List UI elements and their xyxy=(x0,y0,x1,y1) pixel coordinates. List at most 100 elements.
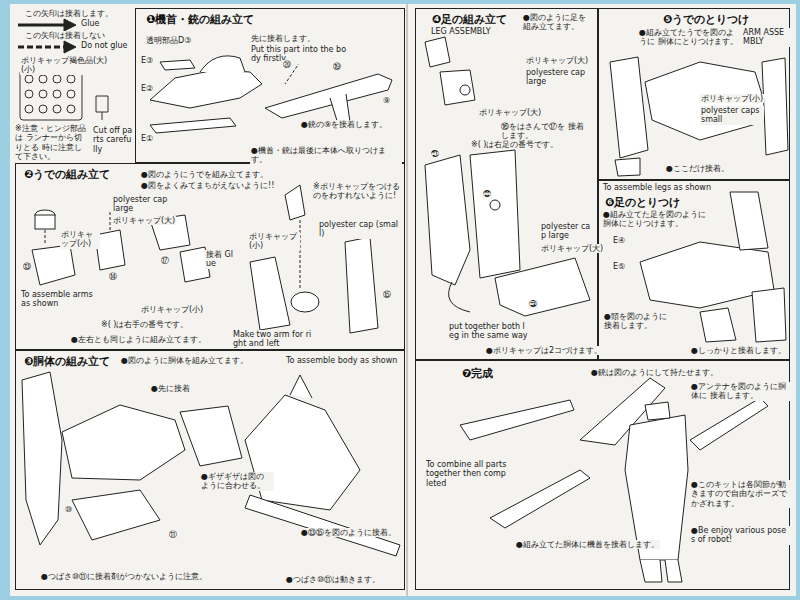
step-heading: ❸胴体の組み立て xyxy=(22,355,112,368)
instruction-note: put together both leg in the same way xyxy=(448,322,530,341)
instruction-note: polyester caps small xyxy=(700,106,764,125)
polycap xyxy=(25,90,33,98)
arm-part xyxy=(250,257,290,330)
callout-number: ⑨ xyxy=(382,96,391,105)
instruction-note: Do not glue xyxy=(80,41,129,50)
callout-number: ⑰ xyxy=(160,256,170,265)
instruction-note: ポリキャップ(小) xyxy=(60,230,100,249)
instruction-note: ●組み立てた足を図のように 胴体にとりつけます。 xyxy=(602,210,714,229)
instruction-note: ポリキャップ(小) xyxy=(140,305,204,314)
polycap xyxy=(460,85,470,95)
step-panel: ❻足のとりつけ xyxy=(598,180,790,360)
runner-frame xyxy=(20,70,82,120)
arm-part xyxy=(32,245,75,285)
polycap xyxy=(67,105,75,113)
arrow-head xyxy=(64,19,76,31)
leg-part xyxy=(752,288,786,342)
instruction-note: ポリキャップ(小) xyxy=(700,94,764,103)
instruction-note: この矢印は接着しない xyxy=(24,31,106,40)
instruction-note: ARM ASSEMBLY xyxy=(742,28,790,47)
step-heading: ❻足のとりつけ xyxy=(603,196,682,209)
instruction-note: ●先に接着 xyxy=(150,384,191,393)
callout-number: ⑮ xyxy=(382,290,392,299)
body-part xyxy=(72,490,160,540)
instruction-note: ●機首・銃は最後に本体へ取りつけます。 xyxy=(250,146,402,165)
wing-part xyxy=(245,495,400,556)
instruction-note: polyester cap large xyxy=(540,222,596,241)
instruction-note: ポリキャップ(小) xyxy=(248,232,300,251)
foot-part xyxy=(495,258,590,316)
no-glue-arrow xyxy=(18,46,66,49)
polycap xyxy=(490,200,500,210)
step-heading: ❶機首・銃の組み立て xyxy=(144,13,256,26)
instruction-note: Make two arm for right and left xyxy=(232,330,314,349)
instruction-note: LEG ASSEMBLY xyxy=(430,27,492,36)
instruction-note: To assemble arms as shown xyxy=(20,290,96,309)
part-drawings xyxy=(22,37,788,582)
left-page xyxy=(10,4,406,596)
canopy-part xyxy=(200,56,245,72)
arrow-head xyxy=(64,41,76,53)
instruction-note: この矢印は接着します。 xyxy=(24,9,114,18)
instruction-note: ●ここだけ接着。 xyxy=(665,164,730,173)
instruction-note: ●アンテナを図のように胴体に 接着します。 xyxy=(690,382,790,401)
step-heading: ❷うでの組み立て xyxy=(22,168,112,181)
callout-number: ⑭ xyxy=(108,272,118,281)
instruction-note: ●銃の⑨を接着します。 xyxy=(300,120,402,129)
polycap-runner xyxy=(20,70,108,120)
polycap xyxy=(53,90,61,98)
instruction-note: 先に接着します。 xyxy=(250,34,316,43)
body-part xyxy=(645,62,770,140)
body-part xyxy=(62,405,185,480)
instruction-note: ⑯をはさんで⑰を 接着します。 xyxy=(500,122,586,141)
hinge-part xyxy=(96,96,108,120)
instruction-note: ●頭を図のように 接着します。 xyxy=(603,312,669,331)
instruction-note: ポリキャップ(大) xyxy=(540,244,604,253)
leg-part xyxy=(700,308,736,342)
robot-body xyxy=(625,415,688,560)
leg-part xyxy=(730,192,768,250)
step-panel: ❸胴体の組み立て xyxy=(15,350,405,590)
step-heading: ❺うでのとりつけ xyxy=(661,13,751,26)
instruction-note: To combine all parts together then compl… xyxy=(425,460,509,488)
instruction-note: ●左右とも同じように組み立てます。 xyxy=(70,335,207,344)
robot-feet xyxy=(640,560,682,582)
polycap xyxy=(39,105,47,113)
instruction-note: ※ポリキャップをつける のをわすれないように! xyxy=(312,182,402,201)
polycap xyxy=(39,90,47,98)
arm-part xyxy=(762,58,788,155)
assembly-line xyxy=(45,210,300,290)
leg-part xyxy=(470,150,520,278)
step-heading: ❼完成 xyxy=(460,367,495,380)
glue-arrow xyxy=(18,24,66,27)
instruction-note: 透明部品D③ xyxy=(145,36,192,45)
polycap xyxy=(39,75,47,83)
instruction-note: ●図のようにうでを組み立てます。 xyxy=(140,170,269,179)
instruction-note: ●組み立てたうでを図のように 胴体にとりつけます。 xyxy=(638,28,740,47)
nose-part xyxy=(150,70,262,108)
instruction-note: Cut off parts carefully xyxy=(92,126,134,154)
instruction-note: ●つばさ⑩⑪に接着剤がつかないように注意。 xyxy=(40,572,242,581)
gun-part xyxy=(265,74,392,118)
polycap xyxy=(25,75,33,83)
instruction-note: ●このキットは各関節が動きますので自由なポーズでかざれます。 xyxy=(690,480,790,508)
robot-head xyxy=(645,402,670,420)
direction-arrow xyxy=(449,282,470,312)
callout-number: ⑩ xyxy=(64,505,73,514)
instruction-note: ポリキャップ(大) xyxy=(112,216,176,225)
instruction-note: ●ギザギザは図の ように合わせる。 xyxy=(200,472,274,491)
leg-part xyxy=(425,155,470,285)
instruction-note: ※( )は右手の番号です。 xyxy=(100,320,190,329)
callout-number: ㉓ xyxy=(528,300,538,309)
fist-part xyxy=(291,292,319,312)
step-heading: ❹足の組み立て xyxy=(430,13,509,26)
instruction-note: ●組み立てた胴体に機首を接着します。 xyxy=(515,540,660,549)
callout-number: E② xyxy=(140,84,154,93)
polycap xyxy=(67,75,75,83)
instruction-note: ●つばさ⑩⑪は動きます。 xyxy=(285,575,381,584)
right-page xyxy=(408,4,796,596)
instruction-note: 接着 Glue xyxy=(205,250,239,269)
wing-part xyxy=(22,372,62,545)
